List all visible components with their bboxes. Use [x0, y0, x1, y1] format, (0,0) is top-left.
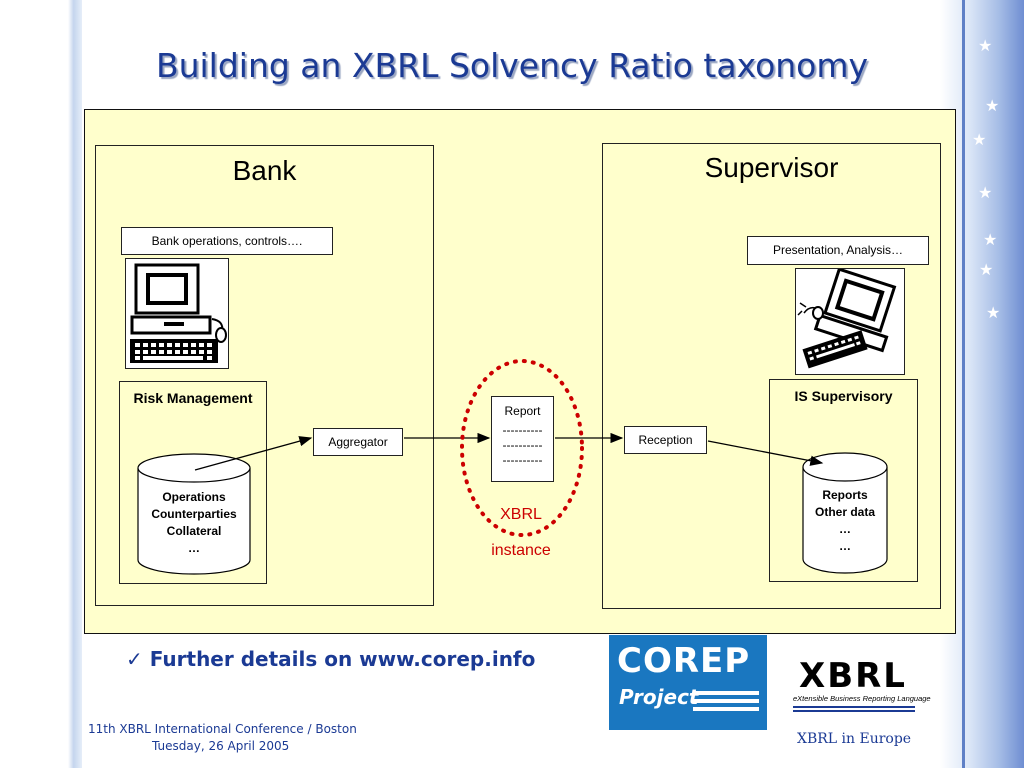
corep-project-logo: COREP Project [609, 635, 767, 730]
xbrl-logo-bar [793, 710, 915, 712]
presentation-analysis-label: Presentation, Analysis… [747, 236, 929, 265]
aggregator-box: Aggregator [313, 428, 403, 456]
bank-operations-label: Bank operations, controls…. [121, 227, 333, 255]
bank-db-line: Collateral [166, 524, 222, 538]
corep-logo-stripe [693, 699, 759, 703]
supervisor-db-line: … [839, 539, 851, 553]
star-icon: ★ [972, 130, 987, 149]
supervisor-database-cylinder [802, 452, 888, 574]
bank-database-cylinder [137, 453, 251, 575]
bank-db-line: Operations [162, 490, 226, 504]
is-supervisory-title: IS Supervisory [794, 388, 893, 404]
xbrl-logo-tagline: eXtensible Business Reporting Language [793, 694, 931, 703]
risk-to-aggregator-arrow [194, 436, 313, 471]
report-title: Report [504, 404, 541, 418]
supervisor-db-line: … [839, 522, 851, 536]
corep-logo-stripe [693, 707, 759, 711]
report-line: ---------- [502, 453, 543, 467]
footer-date: Tuesday, 26 April 2005 [152, 739, 290, 753]
supervisor-heading: Supervisor [704, 152, 839, 183]
reception-to-database-arrow [707, 440, 824, 466]
footer-conference: 11th XBRL International Conference / Bos… [88, 722, 357, 736]
bank-db-text: Operations Counterparties Collateral … [136, 489, 252, 557]
xbrl-label: XBRL [500, 506, 542, 523]
supervisor-db-line: Reports [822, 488, 868, 502]
bank-db-line: … [188, 541, 200, 555]
slide-title: Building an XBRL Solvency Ratio taxonomy [155, 46, 869, 85]
further-details-bullet: ✓ Further details on www.corep.info [126, 647, 535, 671]
check-icon: ✓ [126, 647, 143, 671]
instance-label: instance [491, 542, 551, 559]
computer-icon [795, 267, 905, 375]
right-decor-line [962, 0, 965, 768]
report-line: ---------- [502, 438, 543, 452]
corep-logo-title: COREP [617, 641, 751, 681]
xbrl-logo-bar [793, 706, 915, 708]
xbrl-logo: XBRL eXtensible Business Reporting Langu… [793, 656, 933, 718]
report-line: ---------- [502, 423, 543, 437]
corep-logo-subtitle: Project [619, 685, 699, 709]
risk-management-title: Risk Management [133, 390, 253, 406]
supervisor-db-text: Reports Other data … … [801, 487, 889, 555]
star-icon: ★ [978, 36, 993, 55]
star-icon: ★ [985, 96, 1000, 115]
report-box: Report ---------- ---------- ---------- [491, 396, 554, 482]
xbrl-in-europe-label: XBRL in Europe [797, 731, 912, 747]
xbrl-logo-text: XBRL [799, 656, 907, 696]
bank-db-line: Counterparties [151, 507, 237, 521]
star-icon: ★ [979, 260, 994, 279]
left-decor-stripe [68, 0, 82, 768]
computer-icon [125, 258, 229, 369]
star-icon: ★ [978, 183, 993, 202]
supervisor-db-line: Other data [814, 505, 875, 519]
bank-heading: Bank [232, 155, 297, 186]
star-icon: ★ [983, 230, 998, 249]
reception-box: Reception [624, 426, 707, 454]
star-icon: ★ [986, 303, 1001, 322]
xbrl-instance-dotted-ellipse [460, 359, 584, 537]
further-details-link[interactable]: Further details on www.corep.info [149, 647, 536, 671]
corep-logo-stripe [693, 691, 759, 695]
